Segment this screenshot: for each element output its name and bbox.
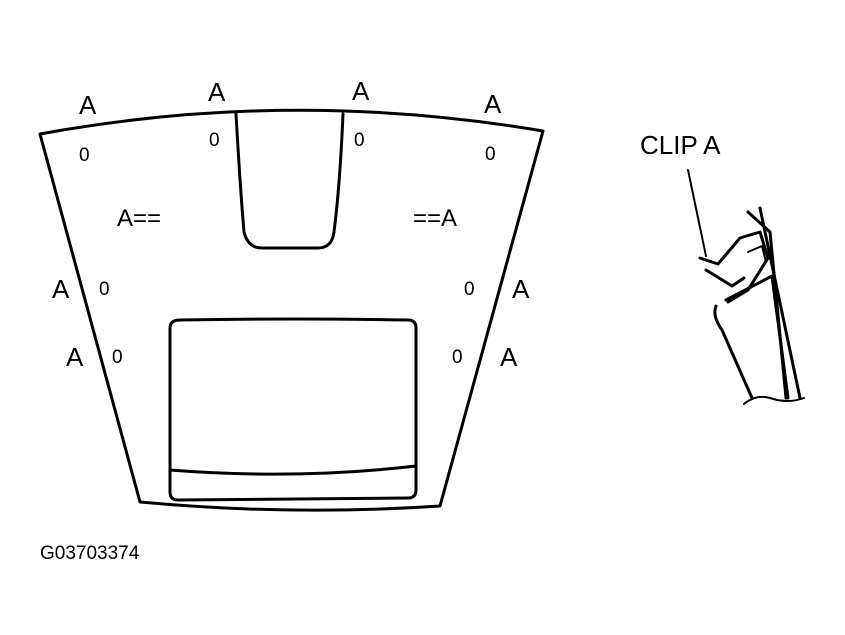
clip-marker: 0 (354, 130, 365, 151)
figure-code: G03703374 (40, 543, 140, 564)
panel-opening-lip (168, 464, 418, 476)
clip-label: A (512, 274, 530, 304)
panel-lower-opening (168, 317, 418, 502)
panel-top-notch (234, 112, 345, 250)
clip-marker: 0 (209, 130, 220, 151)
clip-detail-leader (687, 169, 707, 257)
trim-panel (38, 108, 545, 512)
trim-backing (713, 304, 754, 400)
clip-detail: CLIP A (640, 130, 805, 405)
trim-backing-break (743, 395, 805, 405)
panel-clips: A 0 A 0 A 0 A 0 A== ==A A 0 A 0 0 A 0 A (52, 76, 530, 372)
clip-label-side-right: ==A (413, 205, 457, 232)
clip-marker: 0 (485, 144, 496, 165)
clip-label: A (500, 342, 518, 372)
clip-label: A (52, 274, 70, 304)
clip-label: A (79, 90, 97, 120)
clip-marker: 0 (99, 279, 110, 300)
clip-body (704, 268, 746, 288)
clip-marker: 0 (452, 347, 463, 368)
clip-label: A (208, 77, 226, 107)
panel-section-outer (758, 206, 802, 400)
clip-label: A (66, 342, 84, 372)
clip-label: A (484, 89, 502, 119)
clip-marker: 0 (79, 145, 90, 166)
clip-body (698, 230, 770, 304)
clip-marker: 0 (464, 279, 475, 300)
clip-label: A (352, 76, 370, 106)
clip-detail-label: CLIP A (640, 130, 721, 160)
clip-marker: 0 (112, 347, 123, 368)
trim-backing (724, 274, 790, 400)
clip-label-side-left: A== (117, 205, 161, 232)
clip-body (747, 245, 767, 263)
panel-outline (38, 108, 545, 512)
